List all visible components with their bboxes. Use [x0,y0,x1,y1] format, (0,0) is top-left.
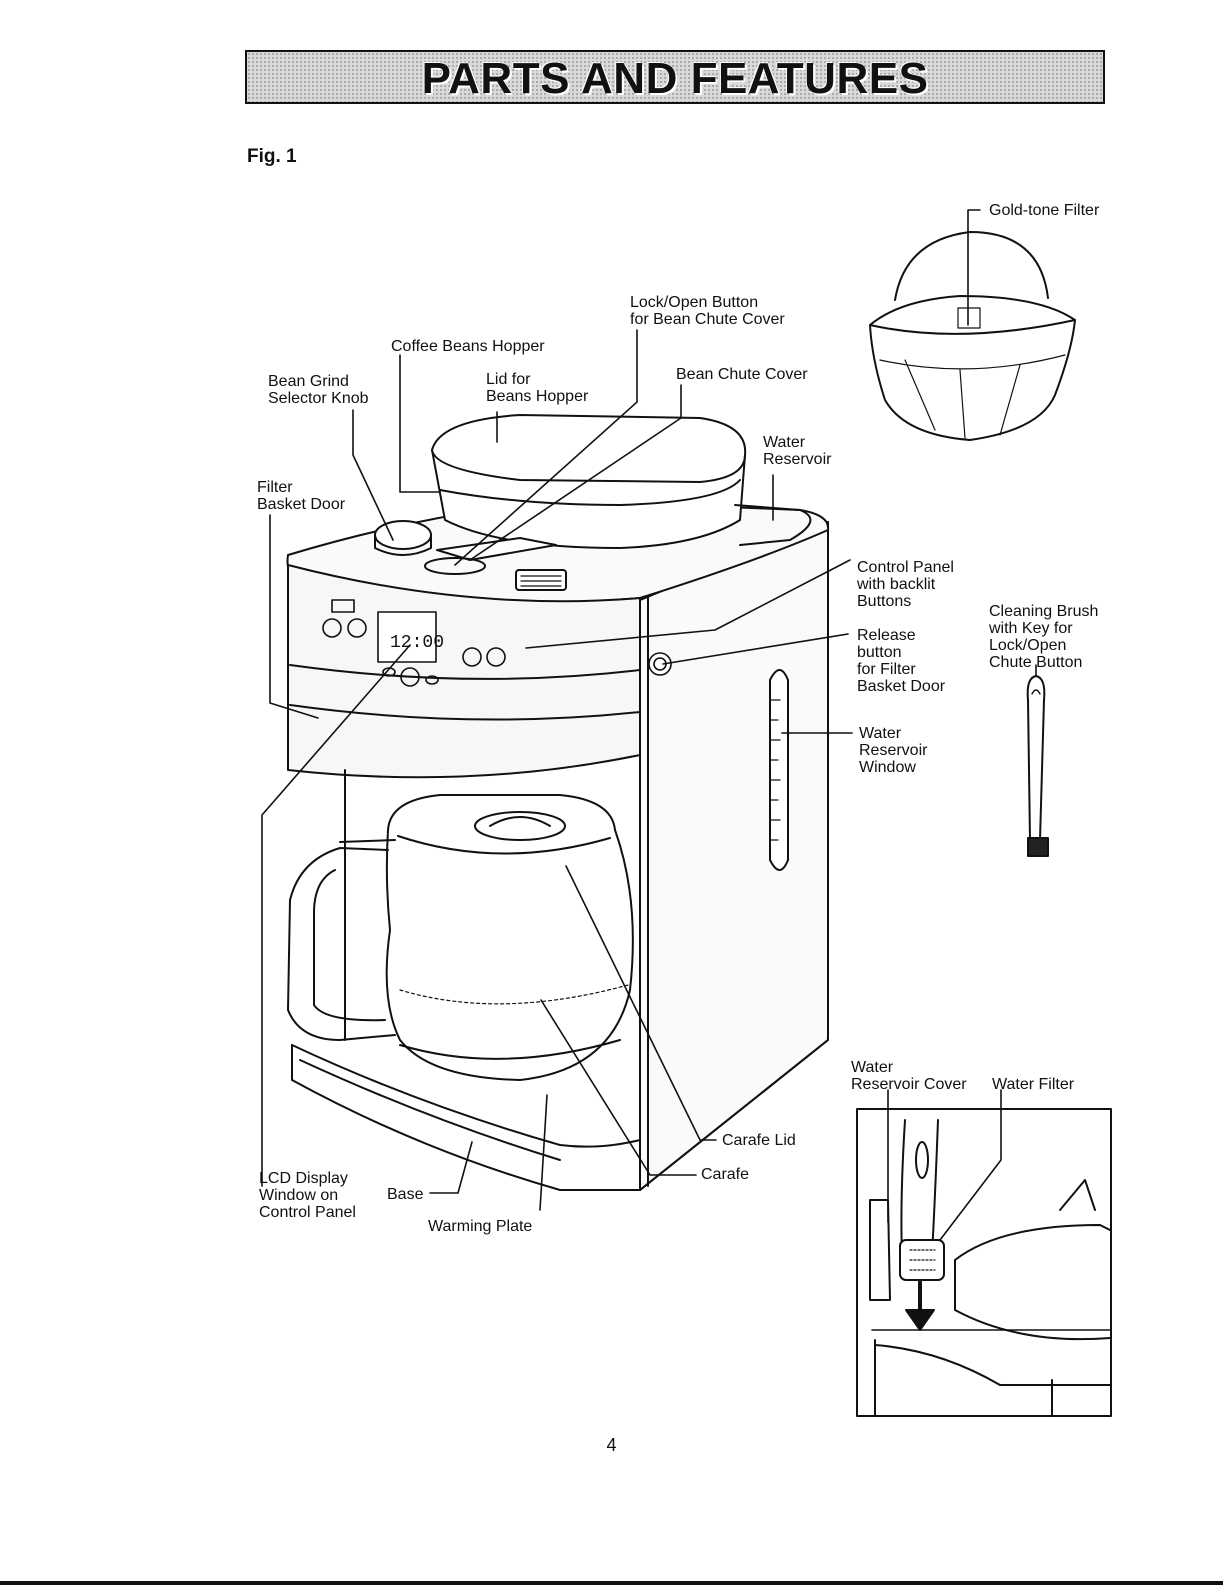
label-lcd-display: LCD Display Window on Control Panel [259,1170,356,1221]
label-base: Base [387,1186,424,1203]
control-panel-buttons [322,599,672,687]
label-coffee-beans-hopper: Coffee Beans Hopper [391,338,545,355]
lcd-time: 12:00 [390,633,444,653]
header-banner: PARTS AND FEATURES [245,50,1105,104]
label-control-panel: Control Panel with backlit Buttons [857,559,954,610]
label-carafe-lid: Carafe Lid [722,1132,796,1149]
bottom-divider [0,1581,1223,1585]
page-title: PARTS AND FEATURES [421,54,929,103]
label-lock-open-button: Lock/Open Button for Bean Chute Cover [630,294,785,328]
label-warming-plate: Warming Plate [428,1218,533,1235]
label-filter-basket-door: Filter Basket Door [257,479,346,513]
carafe [287,794,634,1081]
water-reservoir-window [769,669,789,871]
label-cleaning-brush: Cleaning Brush with Key for Lock/Open Ch… [989,603,1099,671]
grind-knob [374,520,432,556]
label-water-reservoir-cover: Water Reservoir Cover [851,1059,967,1093]
cleaning-brush [1026,675,1049,857]
label-bean-grind-selector-knob: Bean Grind Selector Knob [268,373,369,407]
label-gold-tone-filter: Gold-tone Filter [989,202,1100,219]
label-carafe: Carafe [701,1166,750,1183]
page-number: 4 [606,1435,617,1455]
label-lid-for-beans-hopper: Lid for Beans Hopper [486,371,589,405]
figure-label: Fig. 1 [247,146,297,167]
gold-tone-filter [869,231,1076,441]
label-release-button: Release button for Filter Basket Door [857,627,946,695]
label-bean-chute-cover: Bean Chute Cover [676,366,808,383]
label-water-reservoir-window: Water Reservoir Window [859,725,928,776]
label-water-filter: Water Filter [992,1076,1075,1093]
water-filter-inset [856,1108,1112,1417]
label-water-reservoir: Water Reservoir [763,434,832,468]
leader-lines [261,209,1037,1241]
